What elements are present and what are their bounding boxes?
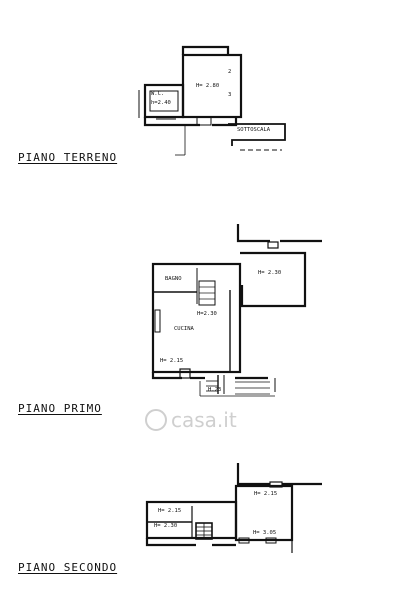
second-floor-plan bbox=[145, 463, 322, 553]
label-second-height-b: H= 2.15 bbox=[254, 491, 278, 497]
floor-title-ground: PIANO TERRENO bbox=[18, 151, 118, 164]
floor-title-second: PIANO SECONDO bbox=[18, 561, 118, 574]
label-kitchen: CUCINA bbox=[174, 326, 194, 332]
label-landing-height: H.23 bbox=[208, 387, 222, 393]
label-kitchen-height: H= 2.15 bbox=[160, 358, 184, 364]
watermark-logo-icon bbox=[145, 409, 167, 431]
label-wc-height: h=2.40 bbox=[151, 100, 171, 106]
ground-floor-plan bbox=[138, 45, 286, 156]
floor-title-first: PIANO PRIMO bbox=[18, 402, 102, 415]
watermark: casa.it bbox=[145, 408, 237, 432]
label-second-height-c: H= 2.30 bbox=[154, 523, 178, 529]
label-wc: W.C. bbox=[151, 91, 165, 97]
watermark-text: casa.it bbox=[171, 408, 237, 432]
label-first-room-height: H= 2.30 bbox=[258, 270, 282, 276]
label-ground-mark-1: 2 bbox=[228, 69, 232, 75]
label-ground-mark-2: 3 bbox=[228, 92, 232, 98]
label-second-height-d: H= 3.05 bbox=[253, 530, 277, 536]
label-understairs: SOTTOSCALA bbox=[237, 127, 271, 133]
first-floor-plan bbox=[151, 224, 322, 397]
label-bath: BAGNO bbox=[165, 276, 182, 282]
label-second-height-a: H= 2.15 bbox=[158, 508, 182, 514]
label-stair-height: H=2.30 bbox=[197, 311, 217, 317]
label-ground-room-height: H= 2.80 bbox=[196, 83, 220, 89]
